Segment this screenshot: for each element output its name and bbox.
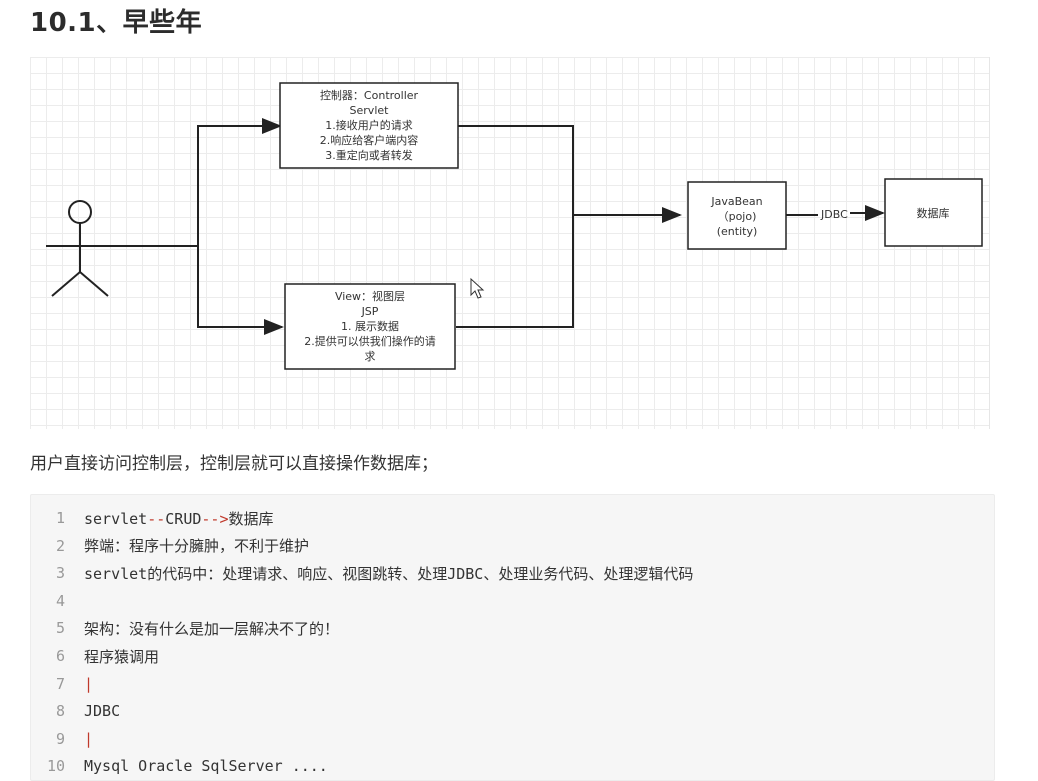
code-text: 架构：没有什么是加一层解决不了的！ bbox=[84, 618, 339, 639]
javabean-node: JavaBean （pojo) (entity) bbox=[687, 181, 787, 250]
code-operator: | bbox=[84, 674, 94, 693]
view-line-4: 2.提供可以供我们操作的请 bbox=[304, 334, 436, 348]
line-number: 1 bbox=[55, 509, 65, 527]
code-text: servlet的代码中：处理请求、响应、视图跳转、处理JDBC、处理业务代码、处… bbox=[84, 563, 693, 584]
code-text: 程序猿调用 bbox=[84, 646, 159, 667]
connector-user-to-controller bbox=[116, 118, 282, 247]
code-operator: | bbox=[84, 729, 94, 748]
line-number: 5 bbox=[55, 619, 65, 638]
controller-line-1: 控制器：Controller bbox=[320, 88, 419, 102]
database-label: 数据库 bbox=[917, 206, 950, 220]
controller-line-2: Servlet bbox=[350, 104, 390, 117]
code-token: 数据库 bbox=[228, 509, 274, 528]
controller-node: 控制器：Controller Servlet 1.接收用户的请求 2.响应给客户… bbox=[279, 82, 459, 169]
description-text: 用户直接访问控制层，控制层就可以直接操作数据库； bbox=[30, 454, 438, 474]
code-token: CRUD bbox=[165, 509, 202, 528]
code-token: 程序猿调用 bbox=[84, 647, 160, 666]
code-token: servlet bbox=[84, 509, 148, 528]
connector-view-to-javabean bbox=[456, 215, 574, 328]
view-node: View：视图层 JSP 1. 展示数据 2.提供可以供我们操作的请 求 bbox=[284, 283, 456, 370]
code-block: 1 servlet--CRUD-->数据库 2 弊端：程序十分臃肿，不利于维护 3 ser… bbox=[30, 494, 995, 781]
code-text: servlet--CRUD-->数据库 bbox=[84, 508, 274, 529]
code-operator: --> bbox=[201, 509, 229, 528]
view-line-2: JSP bbox=[361, 305, 379, 318]
view-line-5: 求 bbox=[365, 350, 376, 363]
code-token: 弊端：程序十分臃肿，不利于维护 bbox=[84, 537, 310, 556]
database-node: 数据库 bbox=[884, 178, 983, 247]
code-line: 10 Mysql Oracle SqlServer .... bbox=[31, 752, 994, 780]
code-operator: -- bbox=[147, 509, 166, 528]
code-line: 5 架构：没有什么是加一层解决不了的！ bbox=[31, 614, 994, 642]
diagram-canvas: 控制器：Controller Servlet 1.接收用户的请求 2.响应给客户… bbox=[46, 82, 983, 370]
view-line-3: 1. 展示数据 bbox=[341, 319, 399, 333]
code-text: | bbox=[84, 675, 93, 693]
code-line: 1 servlet--CRUD-->数据库 bbox=[31, 504, 994, 532]
controller-line-3: 1.接收用户的请求 bbox=[325, 118, 413, 132]
code-line: 2 弊端：程序十分臃肿，不利于维护 bbox=[31, 532, 994, 560]
code-line: 9| bbox=[31, 725, 994, 753]
code-text: JDBC bbox=[84, 702, 120, 720]
jdbc-label: JDBC bbox=[820, 208, 848, 221]
code-text: | bbox=[84, 730, 93, 748]
code-text: 弊端：程序十分臃肿，不利于维护 bbox=[84, 535, 309, 556]
line-number: 3 bbox=[55, 564, 65, 583]
code-token: servlet的代码中：处理请求、响应、视图跳转、处理JDBC、处理业务代码、处… bbox=[84, 564, 694, 583]
controller-line-4: 2.响应给客户端内容 bbox=[320, 133, 419, 147]
code-token: JDBC bbox=[84, 702, 121, 721]
user-actor-icon bbox=[46, 200, 116, 297]
line-number: 8 bbox=[55, 702, 65, 721]
javabean-line-3: (entity) bbox=[717, 225, 758, 238]
view-line-1: View：视图层 bbox=[335, 289, 405, 303]
line-number: 2 bbox=[55, 536, 65, 555]
connector-user-to-view bbox=[197, 246, 284, 335]
code-token: Mysql Oracle SqlServer .... bbox=[84, 757, 328, 776]
architecture-diagram: 控制器：Controller Servlet 1.接收用户的请求 2.响应给客户… bbox=[30, 57, 990, 429]
line-number: 7 bbox=[55, 674, 65, 693]
code-line: 7| bbox=[31, 670, 994, 698]
line-number: 4 bbox=[55, 591, 65, 610]
javabean-line-1: JavaBean bbox=[710, 195, 762, 208]
line-number: 9 bbox=[55, 729, 65, 748]
line-number: 6 bbox=[55, 647, 65, 665]
controller-line-5: 3.重定向或者转发 bbox=[325, 148, 413, 162]
code-token: 架构：没有什么是加一层解决不了的！ bbox=[84, 619, 340, 638]
connector-controller-to-javabean bbox=[458, 125, 682, 223]
code-line: 6 程序猿调用 bbox=[31, 642, 994, 670]
code-line: 3 servlet的代码中：处理请求、响应、视图跳转、处理JDBC、处理业务代码、… bbox=[31, 559, 994, 587]
code-line: 8 JDBC bbox=[31, 697, 994, 725]
line-number: 10 bbox=[46, 757, 65, 776]
javabean-line-2: （pojo) bbox=[718, 210, 757, 223]
section-heading: 10.1、早些年 bbox=[30, 8, 203, 38]
code-line: 4 bbox=[31, 587, 994, 615]
mouse-cursor-icon bbox=[470, 277, 485, 299]
code-text: Mysql Oracle SqlServer .... bbox=[84, 757, 328, 775]
